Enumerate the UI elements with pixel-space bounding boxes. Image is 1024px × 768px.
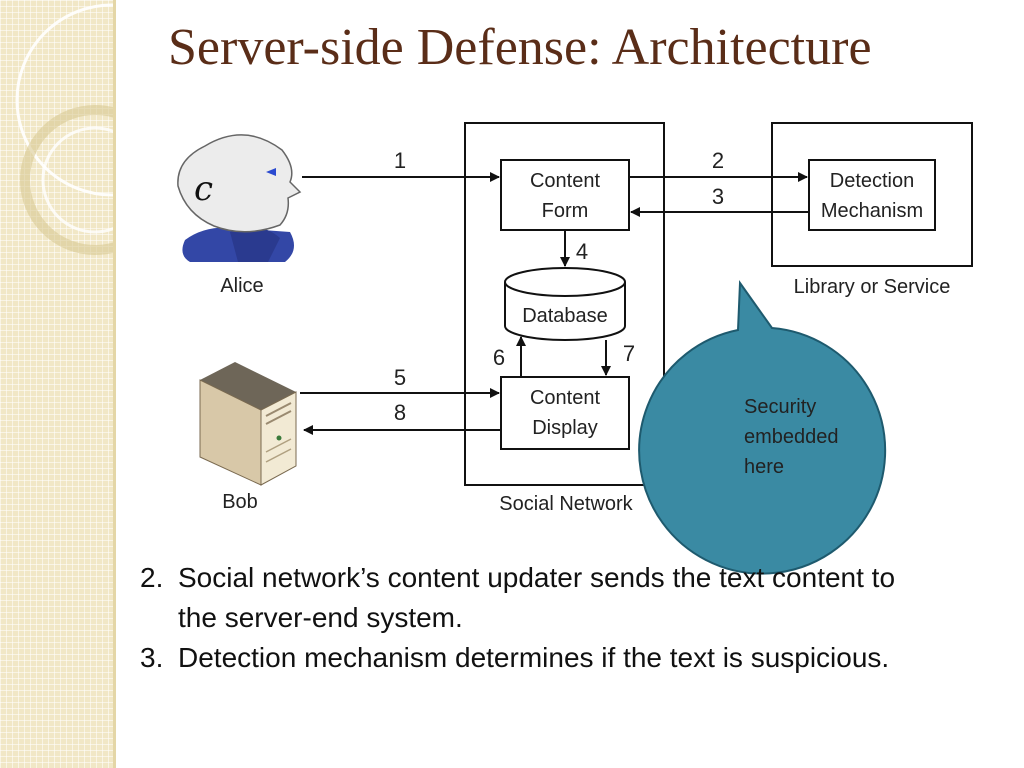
step-label-3: 3 [712,184,724,209]
step-label-7: 7 [623,341,635,366]
callout-line-1: Security [744,396,816,418]
slide-title: Server-side Defense: Architecture [168,19,872,76]
bob-server-icon [199,362,297,486]
list-item: 3. Detection mechanism determines if the… [140,638,940,678]
content-form-label-1: Content [530,170,600,192]
alice-label: Alice [220,275,263,297]
step-label-2: 2 [712,148,724,173]
decorative-sidebar [0,0,116,768]
library-container [771,122,973,267]
content-display-box [500,376,630,450]
detection-mechanism-box [808,159,936,231]
list-item: 2. Social network’s content updater send… [140,558,940,638]
content-display-label-1: Content [530,387,600,409]
list-item-number: 3. [140,642,164,673]
social-network-label: Social Network [499,493,633,515]
security-callout [638,280,887,575]
content-display-label-2: Display [532,417,598,439]
callout-line-2: embedded [744,426,839,448]
database-cylinder [504,267,626,341]
library-label: Library or Service [794,276,951,298]
svg-text:c: c [194,169,213,209]
detection-label-1: Detection [830,170,915,192]
detection-label-2: Mechanism [821,200,923,222]
database-label: Database [522,305,608,327]
list-item-text: Detection mechanism determines if the te… [178,642,890,673]
list-item-number: 2. [140,562,164,593]
alice-avatar-icon: c [177,134,302,262]
step-label-8: 8 [394,400,406,425]
bob-label: Bob [222,491,258,513]
explanation-list: 2. Social network’s content updater send… [140,558,940,678]
step-label-4: 4 [576,239,588,264]
content-form-label-2: Form [542,200,589,222]
callout-line-3: here [744,456,784,478]
step-label-1: 1 [394,148,406,173]
step-label-6: 6 [493,345,505,370]
social-network-container [464,122,665,486]
list-item-text: Social network’s content updater sends t… [178,562,896,633]
decorative-rings [15,3,113,255]
content-form-box [500,159,630,231]
step-label-5: 5 [394,365,406,390]
